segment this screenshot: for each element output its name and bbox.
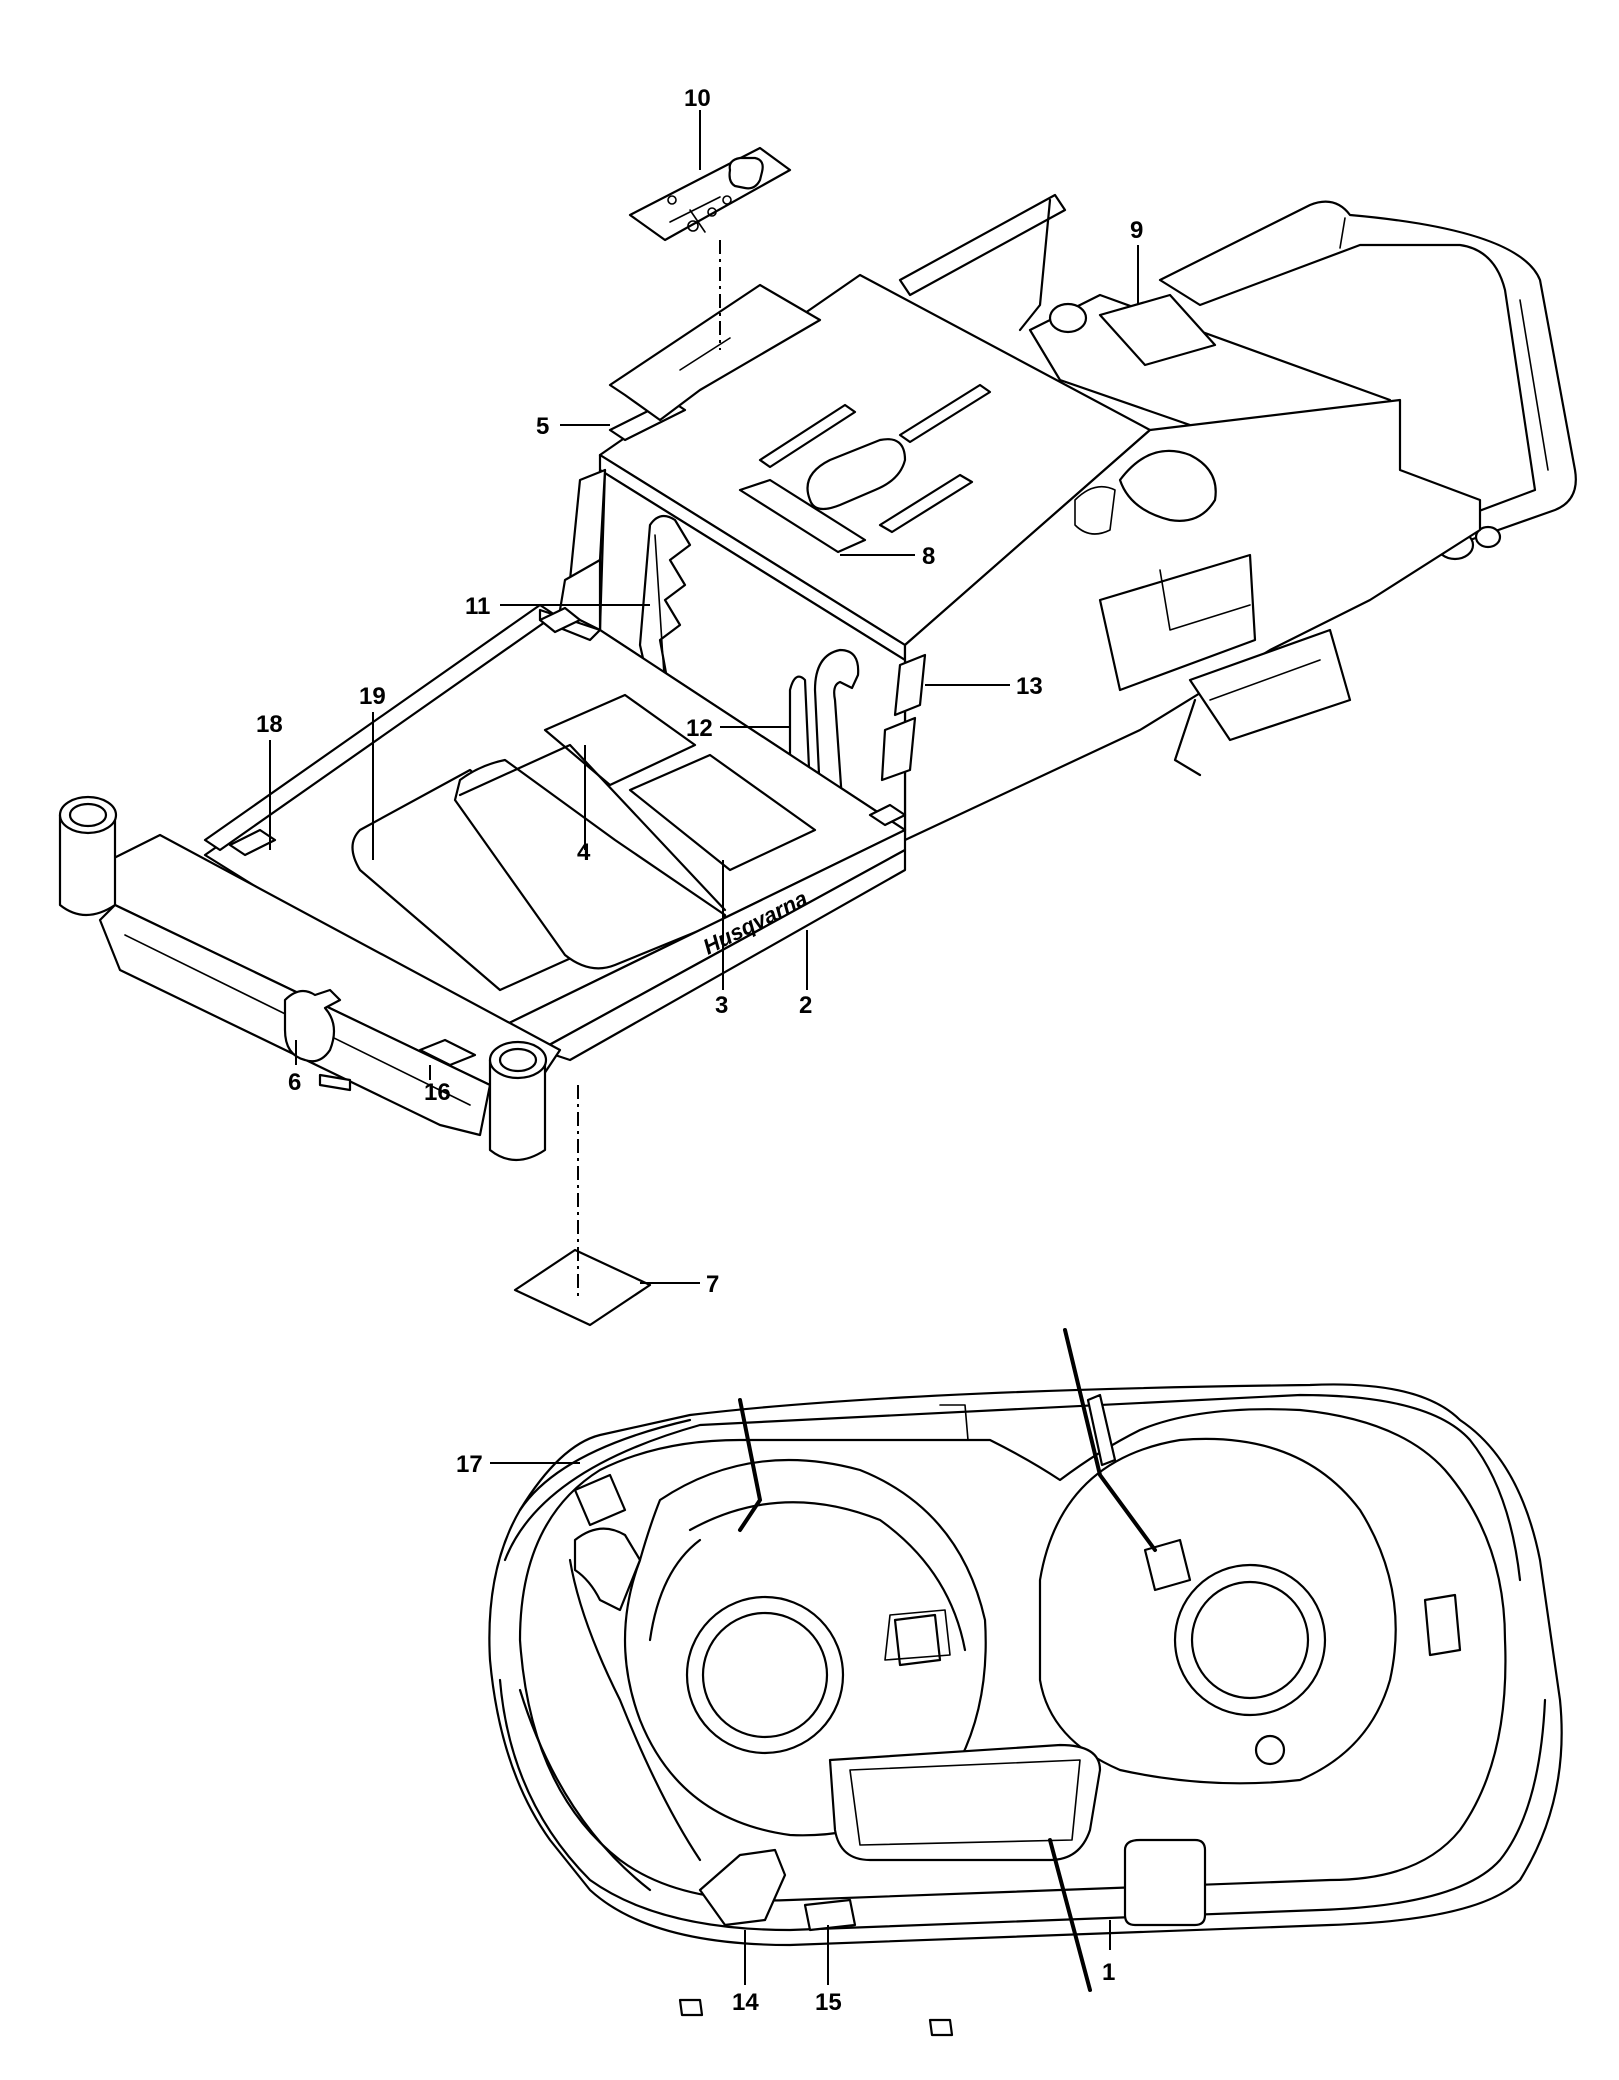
callout-13: 13: [1016, 673, 1043, 700]
callout-7: 7: [706, 1271, 719, 1298]
discharge-channel: [828, 1743, 1102, 1862]
decal-18: [228, 828, 277, 857]
cutting-deck-drawing: [488, 1328, 1563, 2037]
leader-lines: [269, 110, 1139, 1985]
callout-9: 9: [1130, 217, 1143, 244]
rear-handle-bar: [1158, 200, 1577, 542]
decal-panel-right: [1423, 1593, 1462, 1657]
callout-2: 2: [799, 992, 812, 1019]
callout-4: 4: [577, 839, 591, 866]
callout-14: 14: [732, 1989, 759, 2016]
callout-12: 12: [686, 715, 713, 742]
decal-16: [418, 1038, 477, 1067]
lever-12b: [813, 648, 860, 802]
decal-strip-8: [738, 478, 867, 554]
callout-6: 6: [288, 1069, 301, 1096]
callout-15: 15: [815, 1989, 842, 2016]
decal-13: [893, 653, 927, 717]
decal-panel-9: [1098, 293, 1217, 367]
callout-labels: 1 2 3 4 5 6 7 8 9 10 11 12 13 14 15 16 1…: [256, 85, 1143, 2016]
caster-left: [58, 795, 118, 917]
decal-4a: [543, 693, 697, 787]
decal-7-exploded: [513, 1248, 652, 1327]
callout-3: 3: [715, 992, 728, 1019]
decal-17: [573, 1473, 627, 1527]
decal-4b: [628, 753, 817, 872]
callout-18: 18: [256, 711, 283, 738]
decal-1: [1123, 1838, 1207, 1927]
decal-6: [283, 988, 342, 1063]
callout-8: 8: [922, 543, 935, 570]
caster-right: [488, 1040, 548, 1162]
callout-17: 17: [456, 1451, 483, 1478]
mower-chassis-drawing: Husqvarna: [58, 193, 1577, 1162]
callout-5: 5: [536, 413, 549, 440]
callout-10: 10: [684, 85, 711, 112]
decal-10-exploded: [628, 146, 792, 242]
decal-14: [698, 1848, 787, 1927]
callout-1: 1: [1102, 1959, 1115, 1986]
callout-16: 16: [424, 1079, 451, 1106]
decal-15: [803, 1898, 857, 1932]
callout-19: 19: [359, 683, 386, 710]
callout-11: 11: [465, 593, 490, 620]
